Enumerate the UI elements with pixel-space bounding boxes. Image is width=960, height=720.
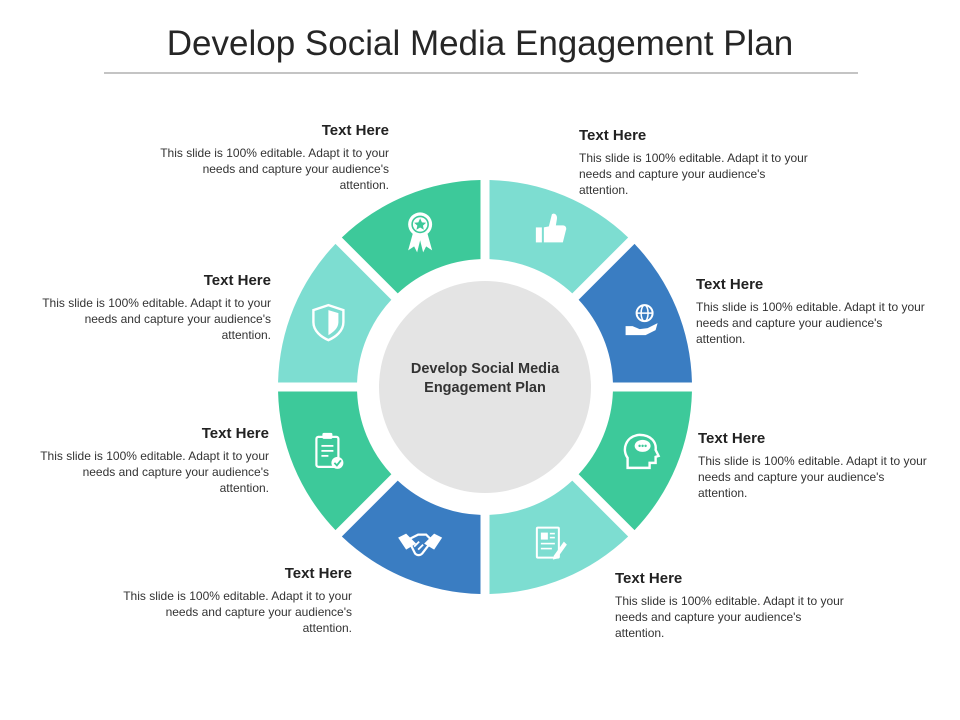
award-ribbon-icon [408, 212, 433, 253]
callout-text: This slide is 100% editable. Adapt it to… [696, 300, 925, 346]
callout-2: Text Here This slide is 100% editable. A… [696, 276, 926, 347]
clipboard-check-icon [315, 432, 344, 469]
thumbs-up-icon [535, 213, 567, 243]
callout-1: Text Here This slide is 100% editable. A… [579, 127, 809, 198]
callout-5: Text Here This slide is 100% editable. A… [122, 565, 352, 636]
title-divider [104, 72, 858, 74]
callout-text: This slide is 100% editable. Adapt it to… [579, 151, 808, 197]
callout-heading: Text Here [201, 425, 269, 442]
callout-text: This slide is 100% editable. Adapt it to… [123, 589, 352, 635]
center-label: Develop Social Media Engagement Plan [410, 361, 560, 396]
shield-icon [312, 303, 345, 342]
document-pen-icon [535, 526, 567, 560]
callout-text: This slide is 100% editable. Adapt it to… [160, 146, 389, 192]
ring-segment-8 [341, 180, 481, 294]
callout-text: This slide is 100% editable. Adapt it to… [42, 296, 271, 342]
handshake-icon [398, 533, 443, 557]
callout-heading: Text Here [698, 430, 766, 447]
callout-6: Text Here This slide is 100% editable. A… [39, 425, 269, 496]
callout-heading: Text Here [696, 276, 764, 293]
callout-heading: Text Here [615, 570, 683, 587]
head-thought-icon [623, 433, 661, 470]
callout-4: Text Here This slide is 100% editable. A… [615, 570, 845, 641]
callout-text: This slide is 100% editable. Adapt it to… [698, 454, 927, 500]
ring-segment-3 [578, 391, 692, 531]
callout-text: This slide is 100% editable. Adapt it to… [40, 449, 269, 495]
callout-heading: Text Here [203, 272, 271, 289]
ring-segment-2 [578, 243, 692, 383]
callout-7: Text Here This slide is 100% editable. A… [41, 272, 271, 343]
callout-8: Text Here This slide is 100% editable. A… [159, 122, 389, 193]
center-circle [379, 281, 591, 493]
callout-heading: Text Here [321, 122, 389, 139]
callout-heading: Text Here [284, 565, 352, 582]
page-title: Develop Social Media Engagement Plan [166, 24, 794, 63]
callout-text: This slide is 100% editable. Adapt it to… [615, 594, 844, 640]
callout-heading: Text Here [579, 127, 647, 144]
globe-in-hand-icon [625, 304, 658, 336]
callout-3: Text Here This slide is 100% editable. A… [698, 430, 928, 501]
